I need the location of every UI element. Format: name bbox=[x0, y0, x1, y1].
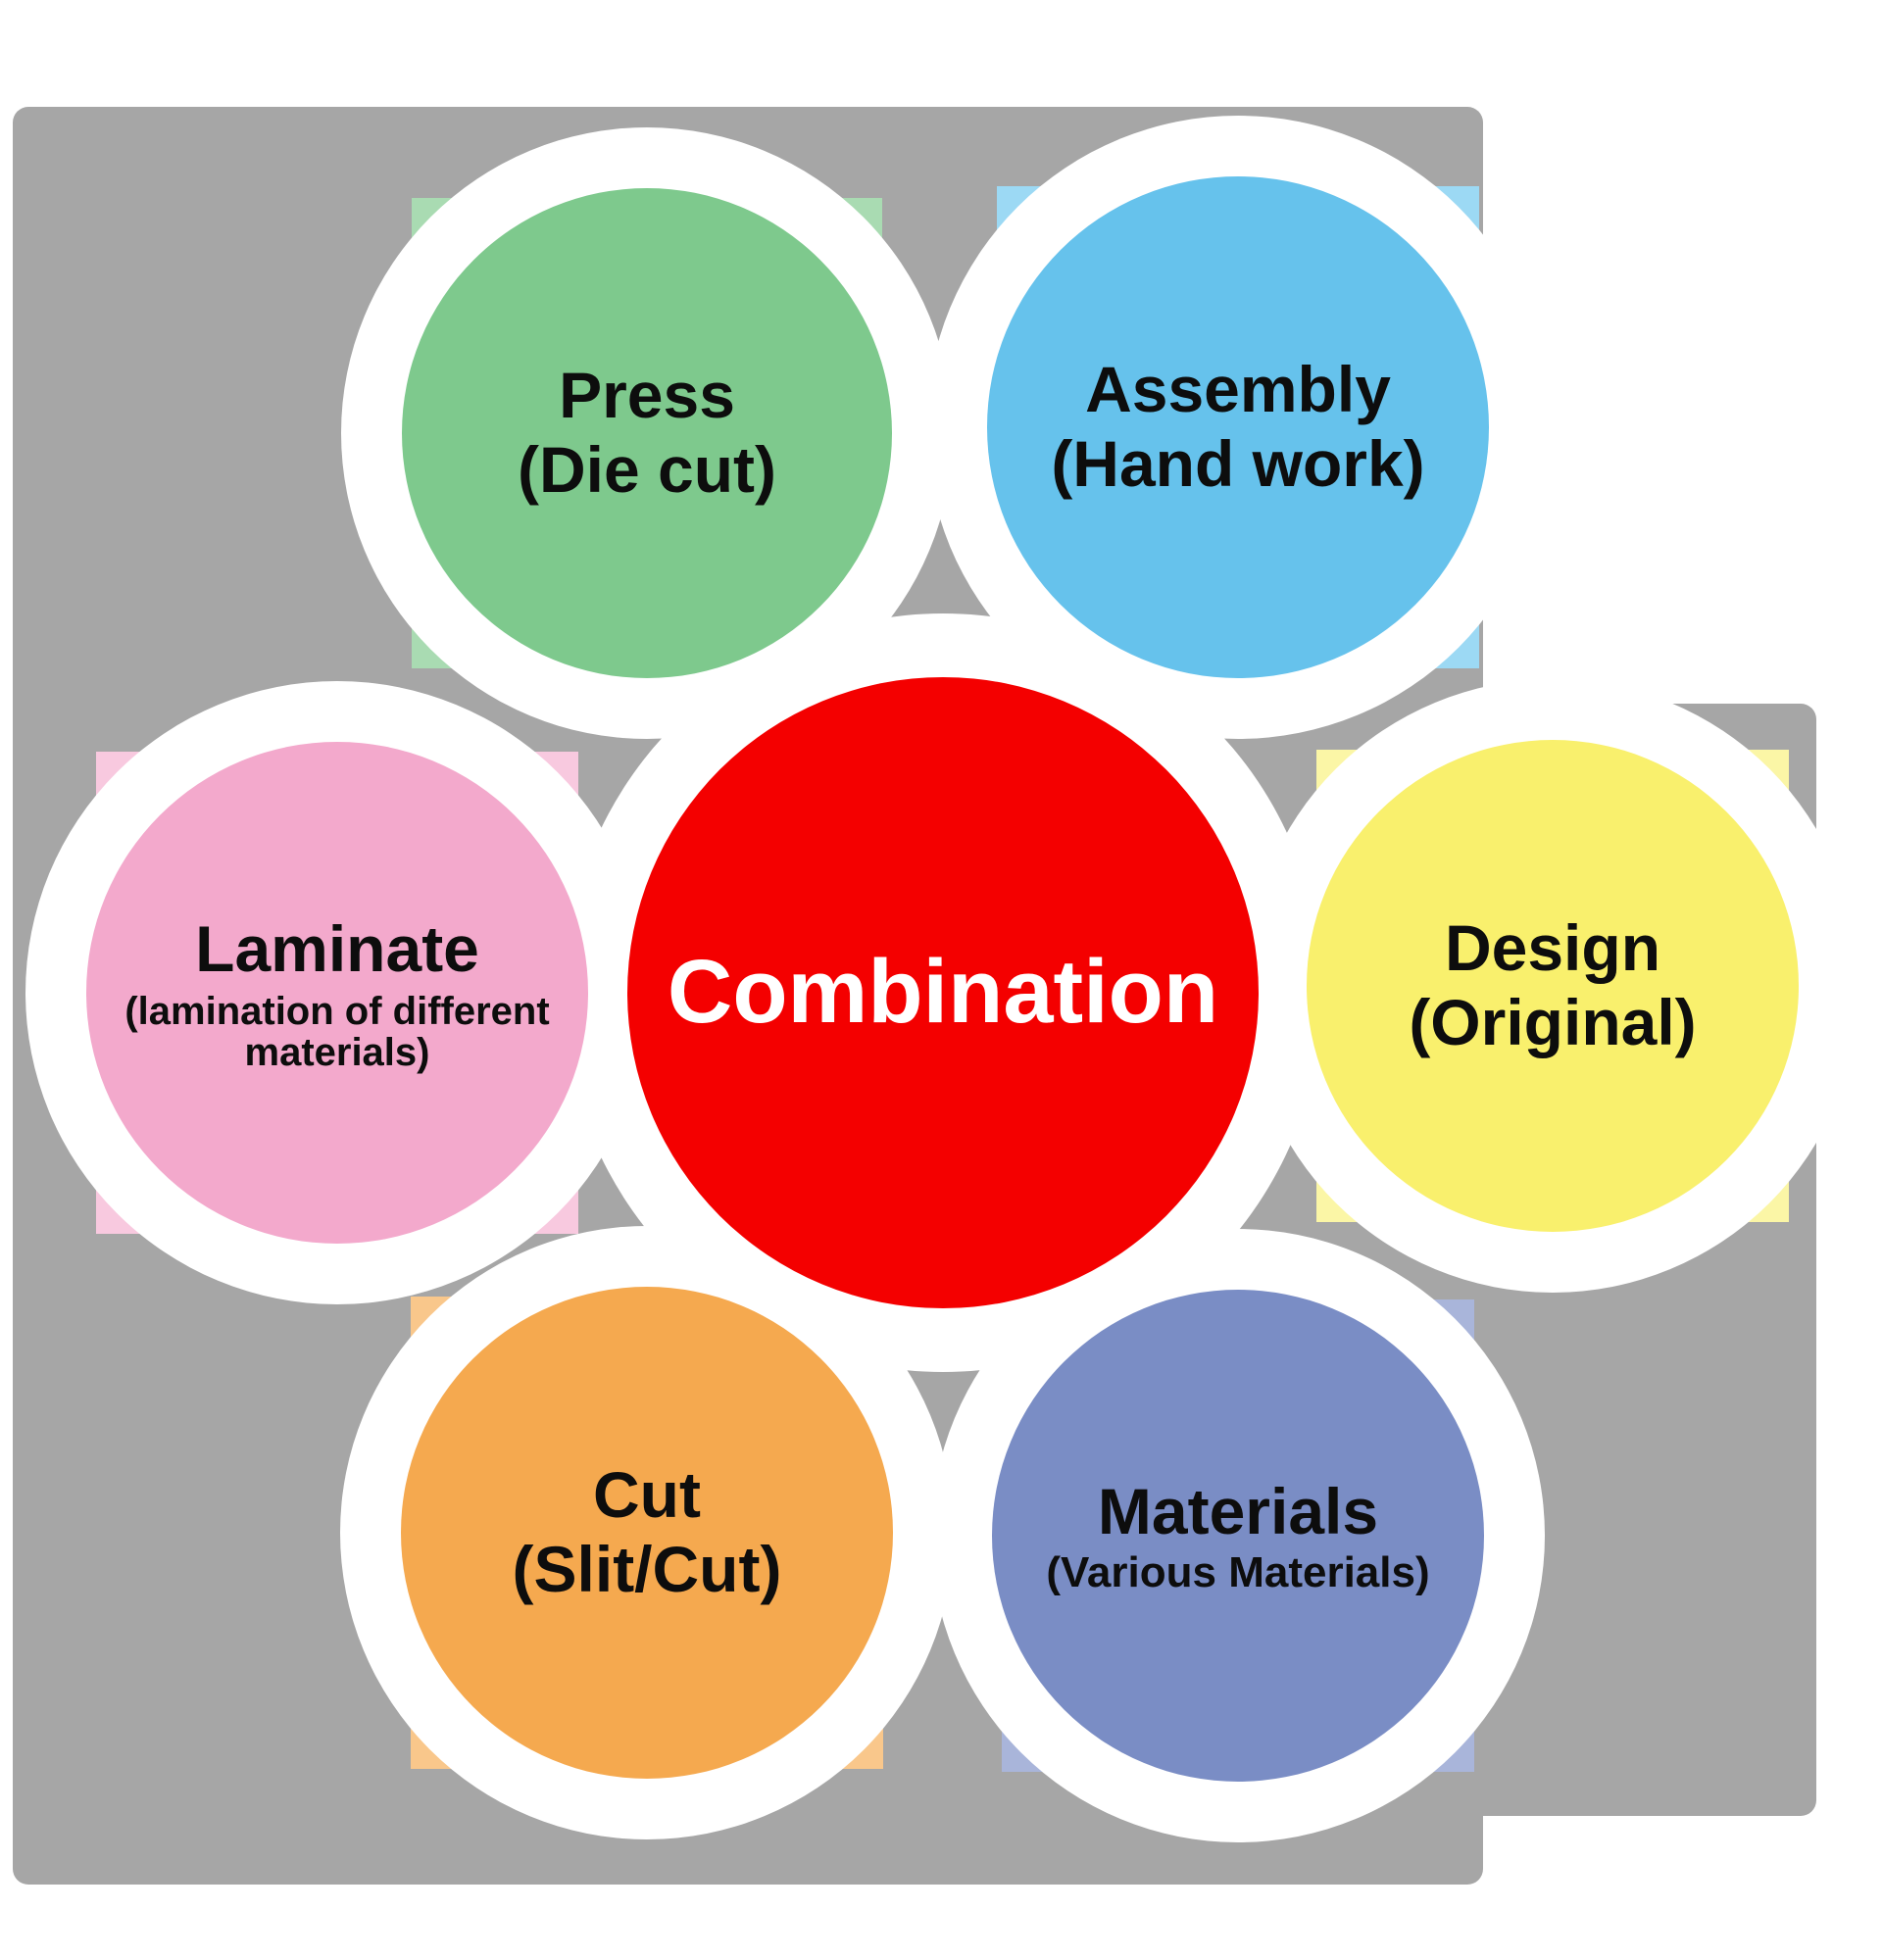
assembly-subtitle: (Hand work) bbox=[1051, 427, 1425, 500]
press-circle: Press (Die cut) bbox=[402, 188, 892, 678]
assembly-title: Assembly bbox=[1085, 353, 1391, 426]
design-circle: Design (Original) bbox=[1307, 740, 1799, 1232]
press-subtitle: (Die cut) bbox=[518, 433, 776, 506]
materials-title: Materials bbox=[1097, 1474, 1379, 1547]
press-title: Press bbox=[559, 359, 735, 432]
cut-subtitle: (Slit/Cut) bbox=[512, 1533, 782, 1605]
materials-subtitle: (Various Materials) bbox=[1046, 1547, 1430, 1596]
design-subtitle: (Original) bbox=[1409, 986, 1697, 1058]
cut-title: Cut bbox=[593, 1458, 701, 1532]
combination-center-circle: Combination bbox=[627, 677, 1259, 1308]
materials-circle: Materials (Various Materials) bbox=[992, 1290, 1484, 1782]
cut-circle: Cut (Slit/Cut) bbox=[401, 1287, 893, 1779]
laminate-title: Laminate bbox=[195, 912, 479, 986]
design-title: Design bbox=[1444, 911, 1661, 985]
combination-label: Combination bbox=[667, 942, 1219, 1043]
laminate-circle: Laminate (lamination of different materi… bbox=[86, 742, 588, 1244]
laminate-subtitle: (lamination of different materials) bbox=[124, 989, 550, 1074]
assembly-circle: Assembly (Hand work) bbox=[987, 176, 1489, 678]
